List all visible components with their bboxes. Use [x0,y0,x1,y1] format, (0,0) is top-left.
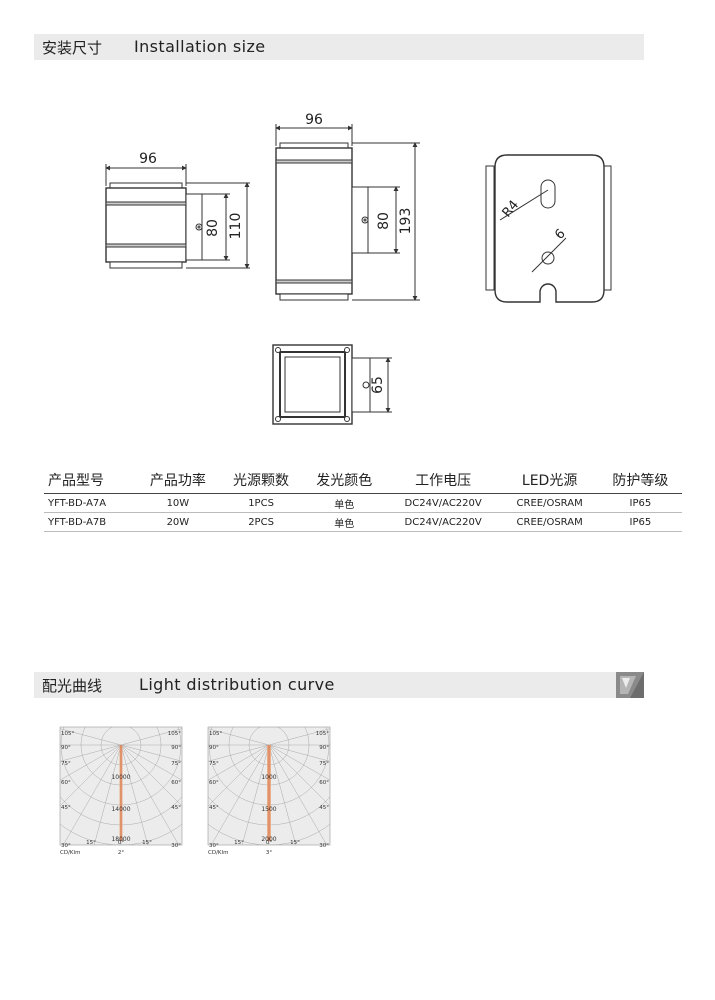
cell-model: YFT-BD-A7A [44,493,137,513]
corner-logo-icon [616,672,644,698]
section-header-installation: 安装尺寸 Installation size [34,34,644,60]
beam-angle-label: 3° [266,850,272,856]
angle-label-left: 105° [61,731,74,737]
angle-label-right: 45° [319,805,329,811]
angle-label-left: 90° [61,745,71,751]
angle-label-right: 105° [316,731,329,737]
table-row: YFT-BD-A7A 10W 1PCS 单色 DC24V/AC220V CREE… [44,493,682,513]
angle-label-right: 90° [171,745,181,751]
angle-label-left: 45° [61,805,71,811]
bottom-angle-label: 15° [86,840,96,846]
header-led: LED光源 [500,468,599,494]
cell-ip: IP65 [598,493,682,513]
cell-color: 单色 [302,493,386,513]
intensity-value-label: 14000 [111,806,130,813]
angle-label-left: 75° [209,761,219,767]
section-title-zh: 配光曲线 [42,677,103,695]
bottom-angle-label: 15° [290,840,300,846]
header-power: 产品功率 [136,468,220,494]
angle-label-left: 75° [61,761,71,767]
angle-label-left: 30° [61,843,71,849]
bottom-angle-label: 0° [118,840,124,846]
angle-label-left: 105° [209,731,222,737]
unit-label: CD/Klm [208,850,228,856]
header-voltage: 工作电压 [385,468,501,494]
polar-chart-2: 105° 90° 75° 60° 45° 30° 105° 90° 75° 60° 45° 30° 15… [207,726,331,856]
intensity-value-label: 1500 [261,806,276,813]
angle-label-right: 105° [168,731,181,737]
section-title-zh: 安装尺寸 [42,39,103,57]
table-header-row: 产品型号 产品功率 光源颗数 发光颜色 工作电压 LED光源 防护等级 [44,468,682,494]
dim-width-2: 96 [305,112,323,128]
cell-count: 1PCS [219,493,303,513]
dim-height-2: 193 [398,208,414,235]
header-model: 产品型号 [44,468,137,494]
angle-label-left: 45° [209,805,219,811]
cell-voltage: DC24V/AC220V [385,512,501,532]
dim-inner-1: 80 [205,219,221,237]
beam-angle-label: 2° [118,850,124,856]
bottom-angle-label: 0° [266,840,272,846]
cell-led: CREE/OSRAM [500,493,599,513]
angle-label-right: 30° [171,843,181,849]
angle-label-right: 60° [319,780,329,786]
unit-label: CD/Klm [60,850,80,856]
header-count: 光源颗数 [219,468,303,494]
angle-label-right: 30° [319,843,329,849]
bottom-angle-label: 15° [142,840,152,846]
angle-label-right: 75° [171,761,181,767]
intensity-value-label: 1000 [261,774,276,781]
dim-height-1: 110 [228,213,244,240]
cell-count: 2PCS [219,512,303,532]
dim-width-1: 96 [139,151,157,167]
dim-depth: 65 [370,376,386,394]
spec-table: 产品型号 产品功率 光源颗数 发光颜色 工作电压 LED光源 防护等级 YFT-… [44,468,682,532]
section-title-en: Installation size [134,37,266,56]
top-view [272,344,392,425]
table-row: YFT-BD-A7B 20W 2PCS 单色 DC24V/AC220V CREE… [44,512,682,532]
cell-ip: IP65 [598,512,682,532]
side-view-small [105,164,250,269]
angle-label-left: 30° [209,843,219,849]
cell-power: 10W [136,493,220,513]
cell-model: YFT-BD-A7B [44,512,137,532]
bottom-angle-label: 15° [234,840,244,846]
intensity-value-label: 18000 [111,836,130,843]
angle-label-left: 60° [61,780,71,786]
intensity-value-label: 2000 [261,836,276,843]
header-ip: 防护等级 [598,468,682,494]
intensity-value-label: 10000 [111,774,130,781]
cell-color: 单色 [302,512,386,532]
section-header-light-distribution: 配光曲线 Light distribution curve [34,672,644,698]
installation-drawings: 96 80 110 96 80 193 R4 6 [105,112,612,425]
mounting-bracket [485,154,612,303]
cell-voltage: DC24V/AC220V [385,493,501,513]
angle-label-left: 60° [209,780,219,786]
angle-label-right: 75° [319,761,329,767]
angle-label-right: 60° [171,780,181,786]
polar-chart-1: 105° 90° 75° 60° 45° 30° 105° 90° 75° 60° 45° 30° 15… [59,726,183,856]
cell-led: CREE/OSRAM [500,512,599,532]
angle-label-right: 90° [319,745,329,751]
dim-inner-2: 80 [376,212,392,230]
side-view-tall [275,124,420,301]
angle-label-right: 45° [171,805,181,811]
header-color: 发光颜色 [302,468,386,494]
section-title-en: Light distribution curve [139,675,335,694]
cell-power: 20W [136,512,220,532]
angle-label-left: 90° [209,745,219,751]
